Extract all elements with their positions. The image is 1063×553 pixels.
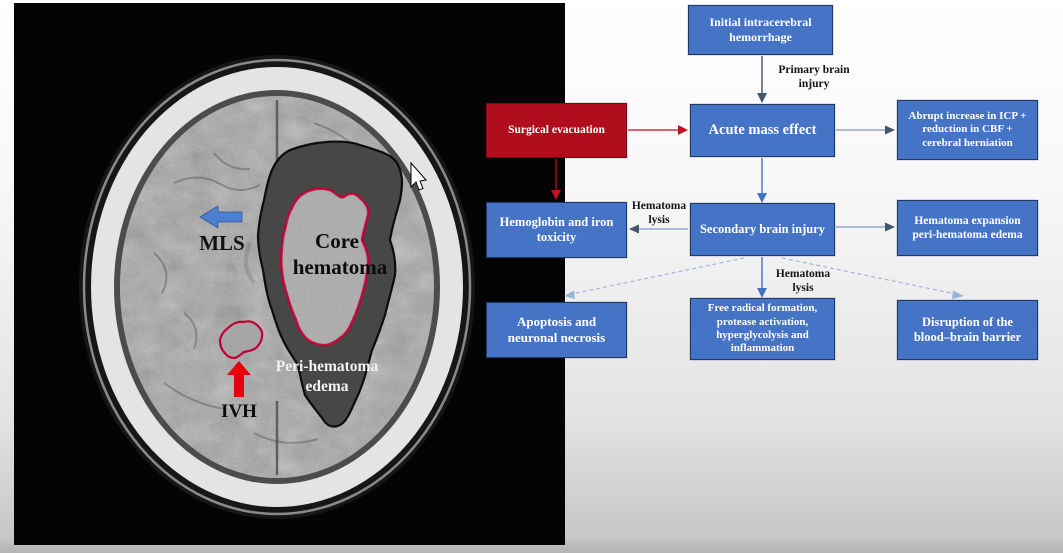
mls-arrow-icon	[199, 205, 243, 229]
flow-box-blood-brain-barrier: Disruption of the blood–brain barrier	[897, 300, 1038, 360]
flow-box-initial-hemorrhage: Initial intracerebral hemorrhage	[688, 5, 833, 55]
mouse-cursor-icon	[410, 161, 427, 191]
ct-scan-image: MLS Core hematoma Peri-hematoma edema IV…	[79, 55, 475, 519]
ct-scan-panel: MLS Core hematoma Peri-hematoma edema IV…	[14, 3, 565, 545]
core-hematoma-texture	[281, 188, 369, 346]
edge-label-hematoma-lysis-mid: Hematoma lysis	[631, 200, 687, 226]
edge-label-primary-brain-injury: Primary brain injury	[778, 64, 850, 90]
ivh-label: IVH	[221, 401, 257, 422]
peri-hematoma-label-line2: edema	[305, 378, 348, 395]
flow-box-abrupt-icp-increase: Abrupt increase in ICP + reduction in CB…	[897, 100, 1038, 160]
flow-box-free-radical-formation: Free radical formation, protease activat…	[690, 298, 835, 360]
mls-label: MLS	[199, 231, 245, 255]
scalp-line	[82, 58, 472, 516]
flow-box-secondary-brain-injury: Secondary brain injury	[690, 203, 835, 256]
flow-box-acute-mass-effect: Acute mass effect	[690, 104, 835, 157]
core-hematoma-label-line1: Core	[315, 229, 359, 253]
ivh-arrow-icon	[227, 361, 251, 397]
edge-label-hematoma-lysis-bottom: Hematoma lysis	[775, 268, 831, 294]
flow-box-apoptosis-necrosis: Apoptosis and neuronal necrosis	[486, 302, 627, 358]
peri-hematoma-label-line1: Peri-hematoma	[276, 358, 379, 375]
ivh-region	[218, 320, 264, 360]
core-hematoma-label-line2: hematoma	[293, 255, 388, 279]
flow-box-surgical-evacuation: Surgical evacuation	[486, 103, 627, 158]
flow-box-hematoma-expansion: Hematoma expansion peri-hematoma edema	[897, 200, 1038, 256]
flow-box-hemoglobin-iron-toxicity: Hemoglobin and iron toxicity	[486, 202, 627, 258]
